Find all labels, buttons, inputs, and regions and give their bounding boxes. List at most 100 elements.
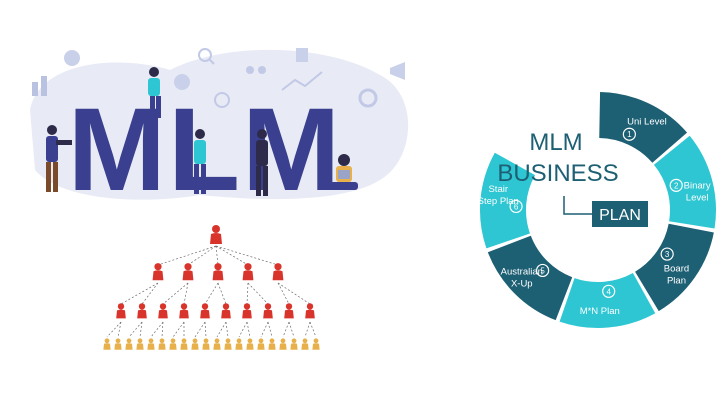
member-person-icon-red	[272, 263, 284, 281]
member-person-icon-yellow	[114, 338, 122, 350]
wheel-segment	[599, 92, 688, 163]
network-link	[217, 282, 227, 305]
member-person-icon-yellow	[147, 338, 155, 350]
users-icon	[246, 66, 254, 74]
member-person-icon-red	[242, 263, 254, 281]
document-icon	[296, 48, 308, 62]
person-with-telescope	[46, 125, 72, 192]
segment-number-badge	[602, 284, 616, 298]
mlm-hero-illustration: MLM	[30, 48, 409, 216]
network-link	[215, 245, 219, 266]
network-link	[282, 321, 290, 338]
member-person-icon-red	[221, 303, 231, 319]
segment-label: Board	[664, 264, 689, 275]
segment-label: Stair	[488, 184, 508, 195]
segment-number: 3	[665, 250, 670, 259]
member-person-icon-red	[263, 303, 273, 319]
network-link	[204, 282, 219, 305]
network-link	[106, 321, 122, 338]
gear-icon	[358, 88, 378, 108]
network-link	[161, 321, 164, 338]
member-person-icon-yellow	[279, 338, 287, 350]
network-link	[162, 282, 189, 305]
segment-number: 4	[606, 287, 611, 296]
member-person-icon-yellow	[136, 338, 144, 350]
line-graph-icon	[281, 71, 323, 91]
member-person-icon-yellow	[257, 338, 265, 350]
businessman-standing	[256, 129, 268, 196]
network-link	[139, 321, 143, 338]
dollar-coin-icon	[174, 74, 190, 90]
member-person-icon-red	[284, 303, 294, 319]
wheel-segment	[487, 235, 573, 321]
member-person-icon-yellow	[224, 338, 232, 350]
member-person-icon-red	[137, 303, 147, 319]
segment-number: 1	[627, 130, 632, 139]
member-person-icon-yellow	[125, 338, 133, 350]
segment-number: 6	[514, 202, 519, 211]
member-person-icon-yellow	[202, 338, 210, 350]
segment-number-badge	[622, 127, 636, 141]
member-person-icon-red	[179, 303, 189, 319]
network-link	[157, 245, 217, 266]
segment-number-badge	[536, 263, 550, 278]
member-person-icon-yellow	[290, 338, 298, 350]
member-person-icon-red	[152, 263, 164, 281]
segment-number-badge	[660, 247, 674, 261]
member-person-icon-red	[158, 303, 168, 319]
network-link	[117, 321, 122, 338]
network-link	[150, 321, 164, 338]
segment-label: Binary	[684, 181, 711, 192]
background-blob	[30, 49, 409, 200]
network-link	[260, 321, 269, 338]
member-person-icon-yellow	[103, 338, 111, 350]
member-person-icon-yellow	[312, 338, 320, 350]
member-person-icon-red	[200, 303, 210, 319]
network-link	[246, 282, 249, 305]
member-person-icon-yellow	[169, 338, 177, 350]
member-person-icon-yellow	[246, 338, 254, 350]
member-person-icon-yellow	[180, 338, 188, 350]
target-icon	[214, 92, 230, 108]
network-link	[216, 321, 227, 338]
network-link	[187, 245, 217, 266]
segment-label-line2: Step Plan	[478, 196, 519, 207]
member-person-icon-red	[116, 303, 126, 319]
member-person-icon-red	[305, 303, 315, 319]
wheel-segment	[653, 135, 716, 229]
network-link	[141, 282, 159, 305]
network-link	[120, 282, 159, 305]
member-person-icon-yellow	[158, 338, 166, 350]
network-link	[128, 321, 143, 338]
segment-label: Australian	[501, 266, 543, 277]
wheel-segment	[559, 272, 656, 328]
network-link	[267, 321, 273, 338]
member-person-icon-yellow	[235, 338, 243, 350]
network-link	[204, 321, 207, 338]
network-link	[183, 282, 189, 305]
segment-number-badge	[669, 178, 683, 192]
person-sitting-on-letters	[148, 67, 161, 118]
segment-label-line2: Plan	[667, 276, 686, 287]
member-person-icon-red	[212, 263, 224, 281]
segment-label: Uni Level	[627, 117, 667, 128]
network-link	[215, 245, 279, 266]
wheel-title-business: BUSINESS	[497, 160, 618, 187]
network-link	[277, 282, 311, 305]
network-link	[288, 321, 295, 338]
wheel-title-plan: PLAN	[599, 207, 641, 224]
person-with-laptop	[330, 154, 358, 190]
network-link	[246, 321, 251, 338]
network-link	[172, 321, 185, 338]
plan-connector-line	[563, 196, 592, 215]
segment-label: M*N Plan	[580, 306, 620, 317]
network-link	[225, 321, 229, 338]
megaphone-icon	[390, 62, 405, 80]
network-link	[194, 321, 206, 338]
network-link	[238, 321, 248, 338]
pie-chart-icon	[64, 50, 80, 66]
member-person-icon-red	[182, 263, 194, 281]
segment-label-line2: X-Up	[511, 278, 533, 289]
